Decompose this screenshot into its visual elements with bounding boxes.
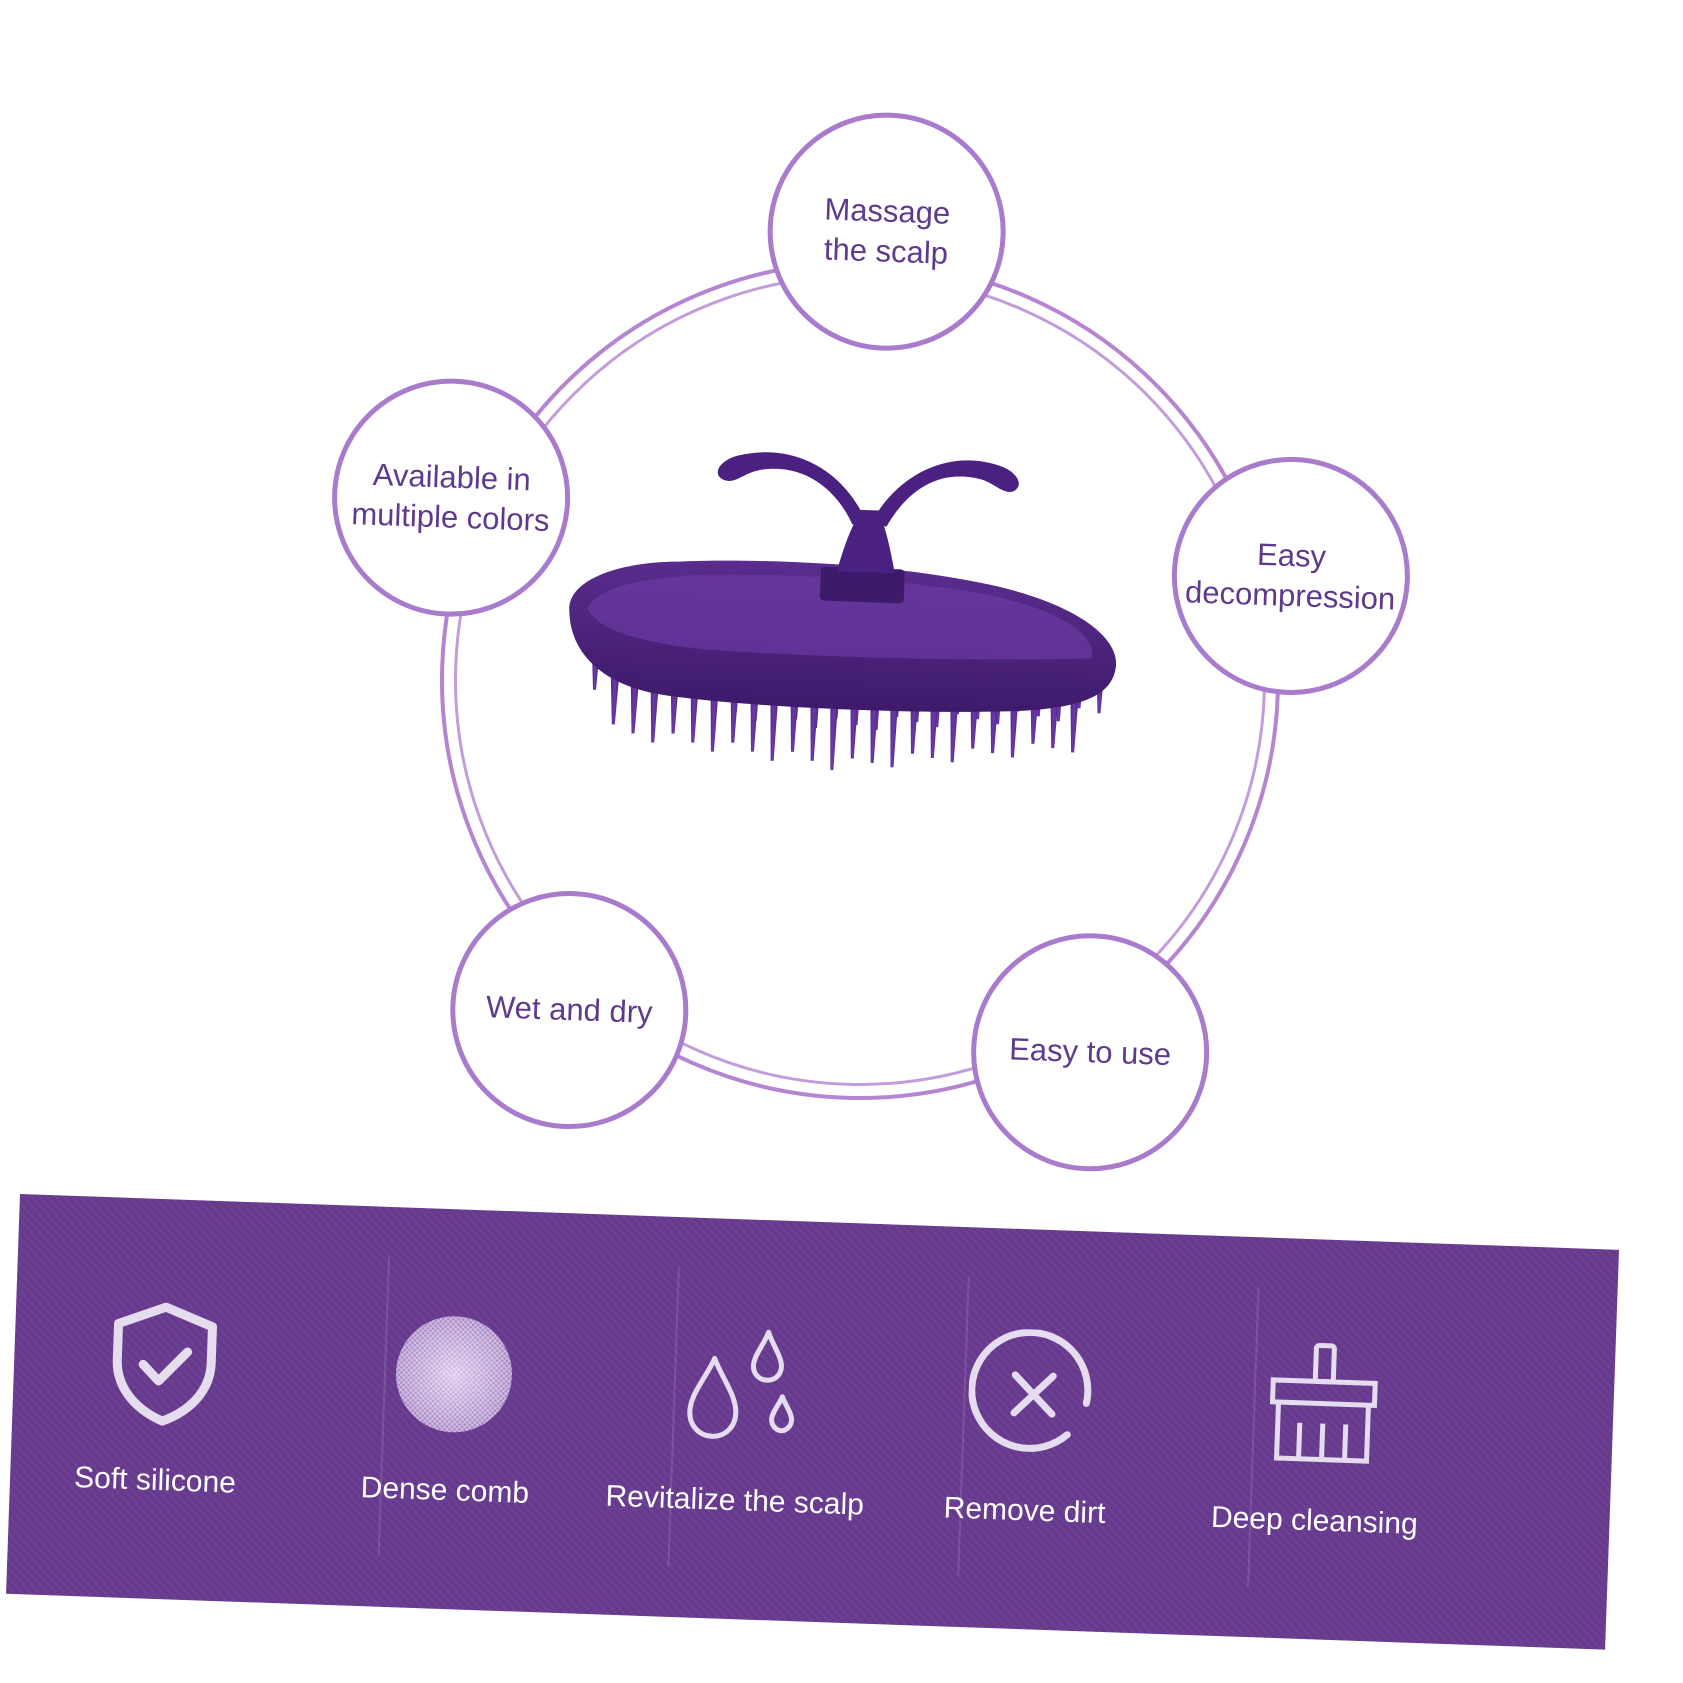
- feature-bubble-label: Easy decompression: [1184, 536, 1396, 617]
- feature-bubble-label: Wet and dry: [485, 989, 654, 1030]
- feature-bubble-label: Massage the scalp: [823, 191, 951, 271]
- water-drops-icon: [687, 1329, 795, 1439]
- feature-banner: Soft silicone Dense comb: [6, 1194, 1620, 1650]
- feature-label: Revitalize the scalp: [605, 1479, 865, 1522]
- feature-revitalize: Revitalize the scalp: [586, 1214, 890, 1624]
- feature-bubble-label: Available in multiple colors: [350, 456, 551, 539]
- scalp-brush-image: [569, 452, 1117, 770]
- feature-label: Soft silicone: [73, 1461, 237, 1500]
- feature-remove-dirt: Remove dirt: [876, 1224, 1180, 1634]
- circle-x-icon: [968, 1328, 1092, 1452]
- feature-label: Deep cleansing: [1210, 1500, 1419, 1541]
- mesh-ball-icon: [395, 1316, 512, 1433]
- feature-deep-cleansing: Deep cleansing: [1165, 1234, 1469, 1644]
- feature-label: Remove dirt: [943, 1491, 1106, 1531]
- shield-check-icon: [112, 1302, 217, 1426]
- feature-soft-silicone: Soft silicone: [6, 1194, 310, 1604]
- feature-dense-comb: Dense comb: [296, 1204, 600, 1614]
- feature-label: Dense comb: [360, 1471, 530, 1510]
- feature-bubble-label: Easy to use: [1008, 1031, 1172, 1073]
- brush-icon: [1269, 1342, 1378, 1464]
